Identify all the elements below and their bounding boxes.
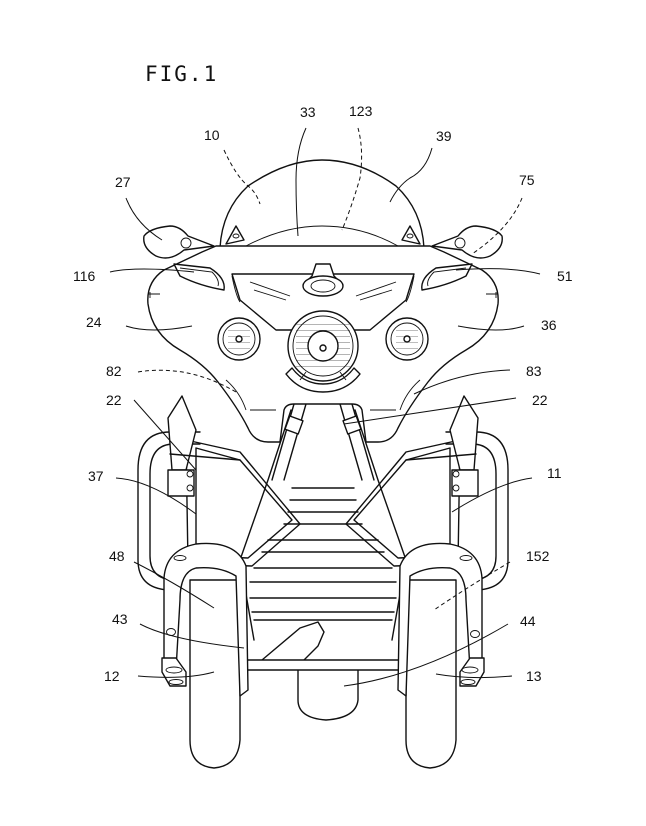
reference-labels: 10 33 123 39 27 75 116 51 24 36 82 83 22… (73, 103, 573, 684)
ref-22-right: 22 (532, 392, 548, 408)
radiator-right (345, 439, 461, 567)
ref-82: 82 (106, 363, 122, 379)
figure-title: FIG.1 (145, 62, 218, 86)
windshield (219, 159, 425, 249)
headlights (217, 310, 429, 393)
ref-123: 123 (349, 103, 373, 119)
ref-13: 13 (526, 668, 542, 684)
ref-43: 43 (112, 611, 128, 627)
ref-152: 152 (526, 548, 550, 564)
ref-116: 116 (73, 268, 96, 284)
ref-83: 83 (526, 363, 542, 379)
left-bracket (167, 395, 241, 497)
ref-37: 37 (88, 468, 104, 484)
ref-22-left: 22 (106, 392, 122, 408)
left-wheel (161, 542, 249, 769)
leader-lines (109, 127, 541, 687)
right-wheel (397, 542, 485, 769)
ref-36: 36 (541, 317, 557, 333)
ref-39: 39 (436, 128, 452, 144)
ref-51: 51 (557, 268, 573, 284)
ref-11: 11 (547, 465, 562, 481)
right-bracket (405, 395, 479, 497)
ref-24: 24 (86, 314, 102, 330)
ref-75: 75 (519, 172, 535, 188)
ref-12: 12 (104, 668, 120, 684)
struts (271, 403, 375, 481)
center-frame (237, 359, 409, 721)
ref-48: 48 (109, 548, 125, 564)
ref-27: 27 (115, 174, 131, 190)
ref-44: 44 (520, 613, 536, 629)
ref-33: 33 (300, 104, 316, 120)
ref-10: 10 (204, 127, 220, 143)
radiator-left (185, 439, 301, 567)
